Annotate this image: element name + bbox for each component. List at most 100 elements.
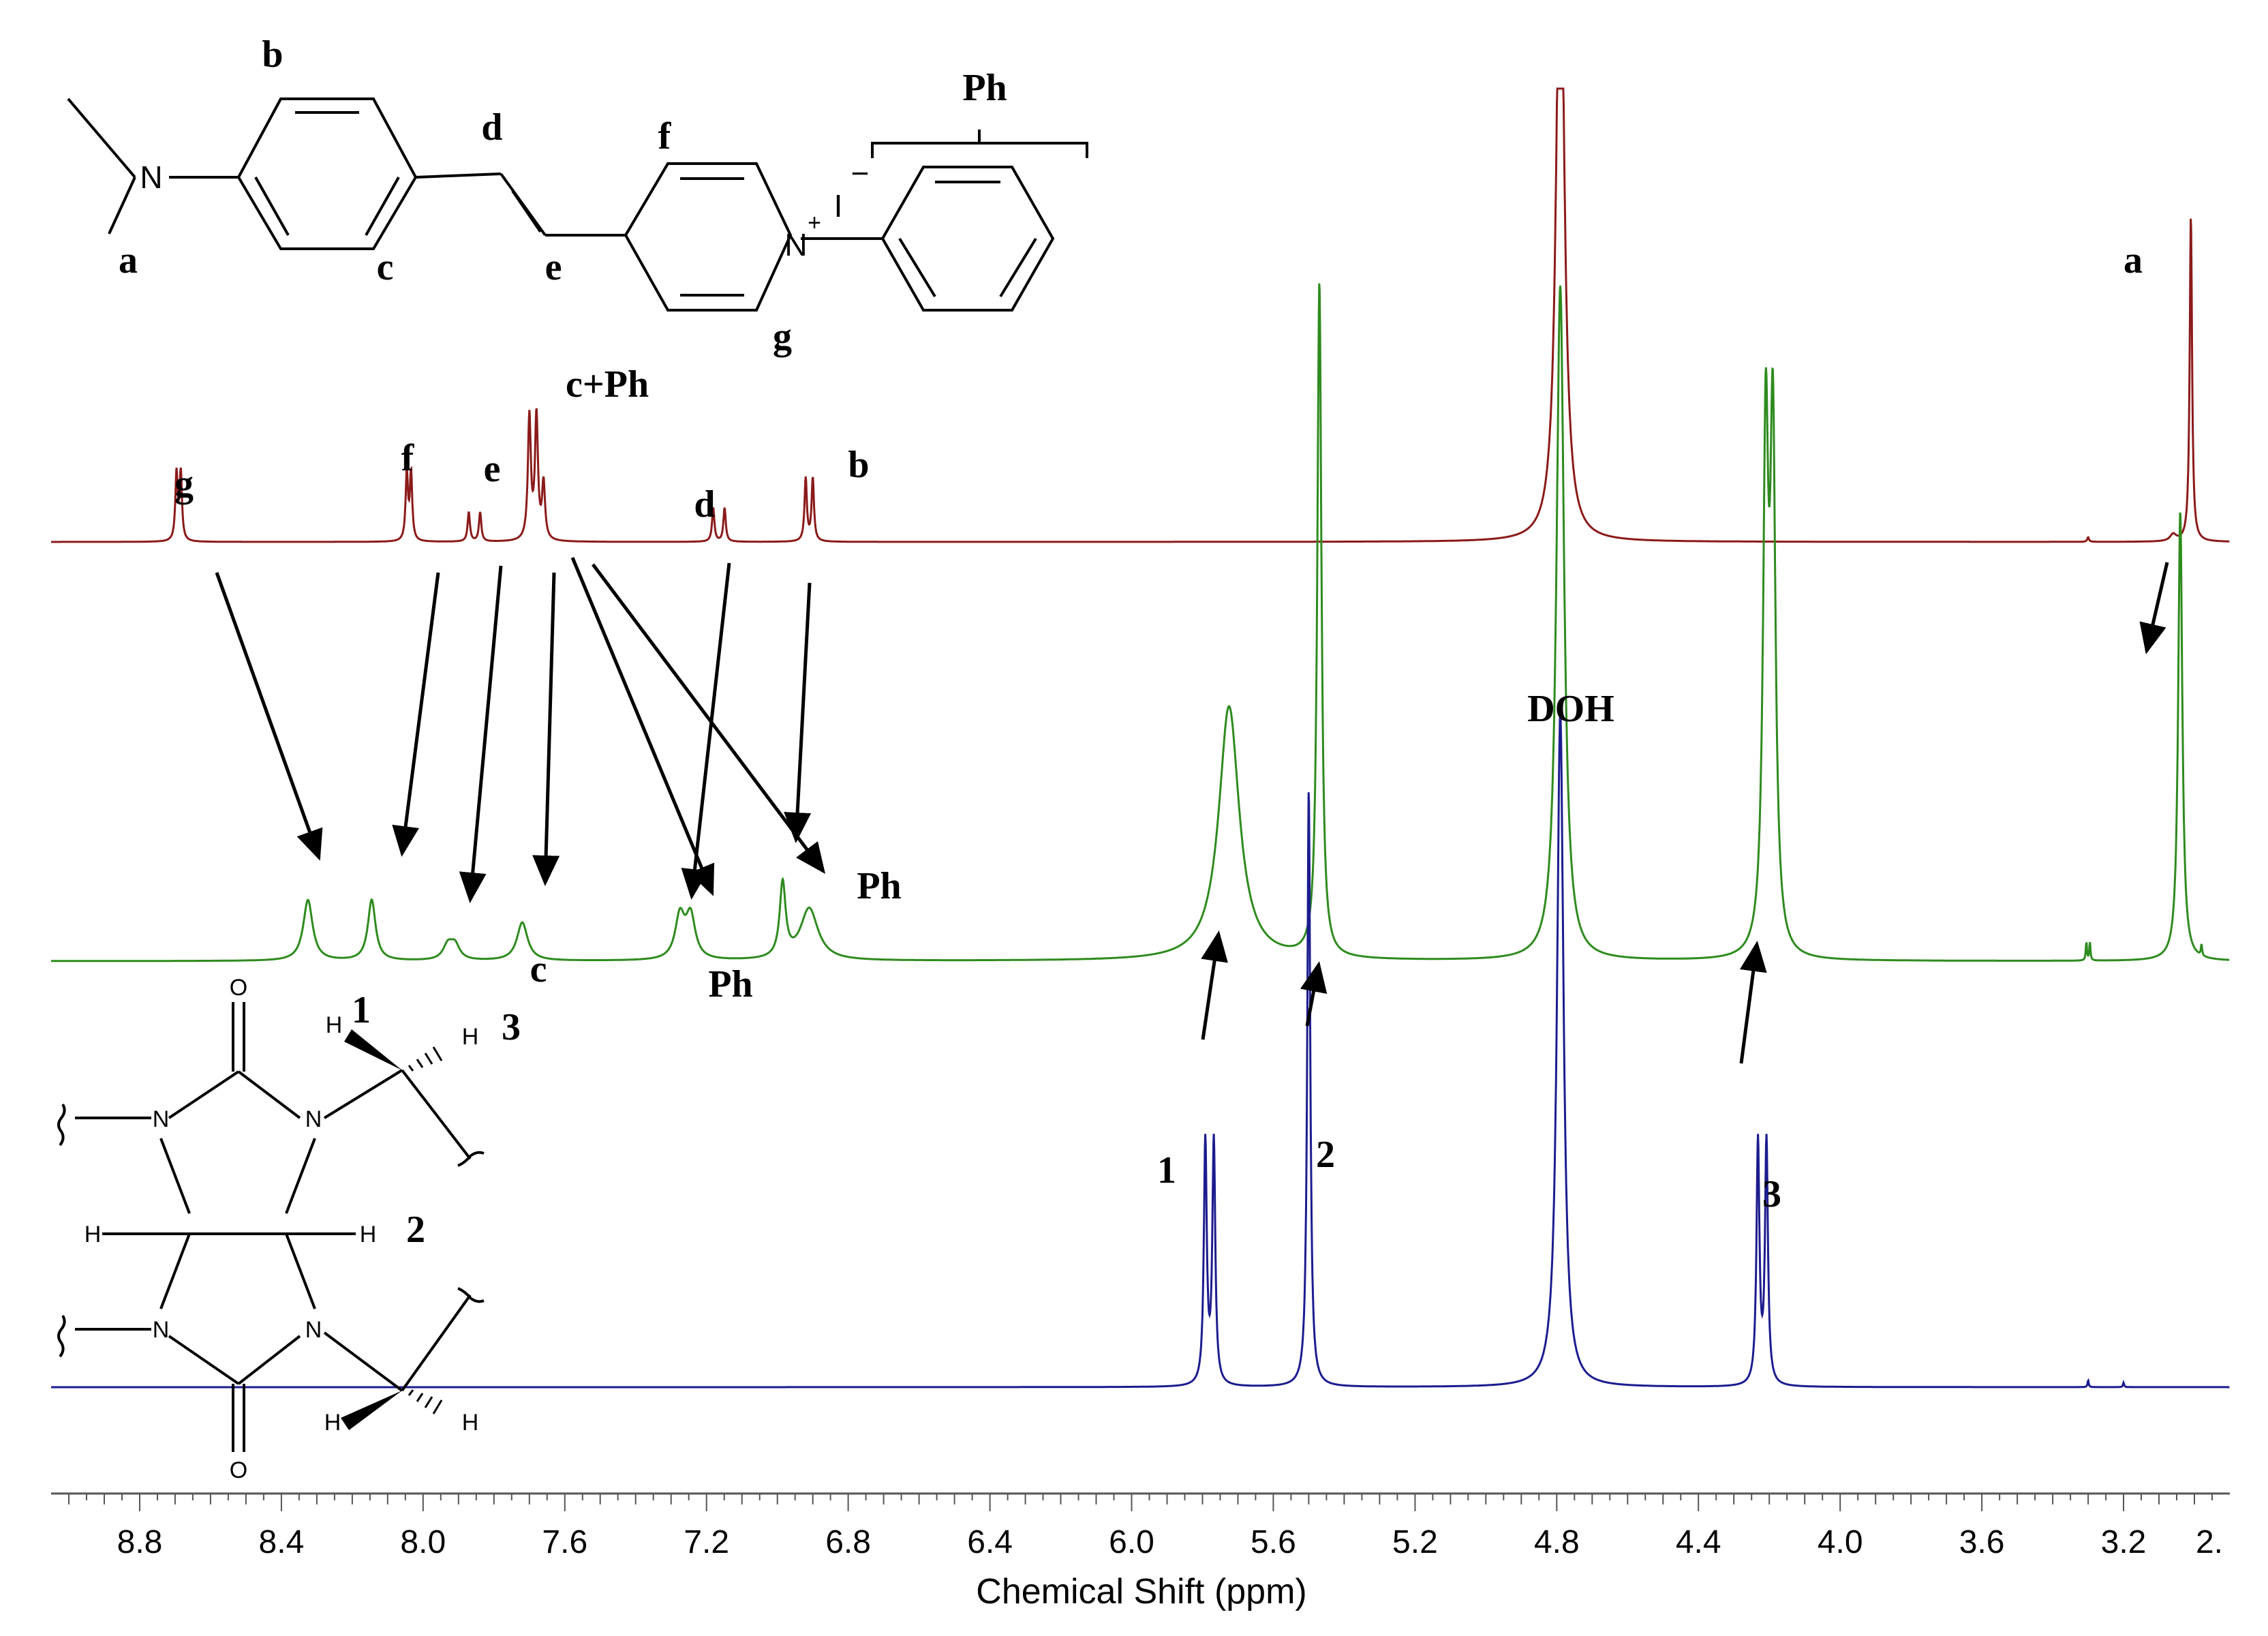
label-c-complex: c (530, 948, 547, 990)
bond (401, 1294, 472, 1392)
cb-h-methine-left: H (85, 1222, 102, 1247)
bond (401, 1069, 472, 1160)
cb-o-bottom: O (230, 1457, 247, 1483)
bond (168, 1335, 240, 1385)
spectrum-trace-2 (51, 283, 2230, 963)
struct-label-f: f (658, 115, 672, 157)
bond (159, 1233, 191, 1309)
bond (237, 1335, 301, 1385)
cb-label-3: 3 (502, 1006, 521, 1048)
dye-plus-charge: + (808, 210, 821, 236)
struct-label-a: a (119, 239, 138, 282)
wavy-bond (457, 1151, 485, 1167)
arrow-c-ph-to-ph (570, 557, 715, 896)
struct-label-e: e (545, 246, 562, 288)
cb-o-top: O (230, 975, 247, 1001)
x-tick-label: 6.8 (825, 1524, 871, 1560)
dye-n-amine: N (140, 160, 162, 195)
label-f: f (401, 437, 415, 479)
benzene-ring (236, 97, 418, 250)
bond (285, 1138, 316, 1214)
wavy-bond (57, 1314, 66, 1358)
arrow-a (2139, 562, 2169, 654)
cb-h-bottom-left: H (324, 1410, 341, 1436)
bond (898, 237, 936, 298)
cb-label-2: 2 (406, 1209, 425, 1251)
cb-h-3: H (462, 1024, 479, 1050)
struct-label-ph: Ph (962, 67, 1007, 109)
bond (285, 1233, 316, 1309)
bond (365, 177, 400, 236)
label-c-ph: c+Ph (566, 363, 649, 406)
label-cb-2: 2 (1316, 1134, 1335, 1176)
bond (108, 177, 136, 234)
x-tick-label: 4.8 (1534, 1524, 1580, 1560)
bond (237, 1070, 301, 1119)
peak-labels: g f e c+Ph d b a c Ph Ph DOH 1 2 3 (174, 239, 2143, 1215)
bond (323, 1069, 403, 1119)
x-axis-title: Chemical Shift (ppm) (976, 1572, 1306, 1611)
arrow-c (532, 572, 560, 886)
label-cb-1: 1 (1157, 1149, 1176, 1192)
spectrum-trace-3 (51, 712, 2230, 1389)
pyridinium-ring (624, 162, 793, 312)
struct-label-c: c (377, 246, 394, 288)
x-tick-label: 8.8 (117, 1524, 163, 1560)
label-doh: DOH (1527, 688, 1614, 730)
x-tick-label: 5.2 (1392, 1524, 1438, 1560)
spectrum-trace-1 (51, 87, 2230, 543)
arrow-c-ph-to-ph2 (592, 563, 826, 874)
arrow-d (681, 562, 731, 900)
struct-label-b: b (262, 33, 283, 76)
cb-label-1: 1 (352, 989, 371, 1031)
bond (159, 1138, 191, 1214)
x-tick-label: 4.0 (1818, 1524, 1863, 1560)
arrow-b (784, 582, 812, 843)
wedge-bond (344, 1029, 402, 1070)
dye-iodide: I (834, 188, 843, 224)
x-tick-label: 3.2 (2101, 1524, 2147, 1560)
x-tick-label: 7.6 (542, 1524, 587, 1560)
dye-structure: N N + I − b d f Ph a c e g (67, 33, 1088, 358)
bond (168, 1070, 240, 1119)
arrow-e (459, 565, 503, 903)
x-tick-label: 8.0 (400, 1524, 446, 1560)
label-ph-complex-2: Ph (857, 865, 901, 907)
wavy-bond (457, 1287, 485, 1303)
label-b: b (848, 444, 869, 486)
arrow-3 (1739, 941, 1767, 1064)
ph-bracket (871, 142, 1088, 158)
bond (999, 237, 1037, 298)
x-tick-label: 4.4 (1676, 1524, 1721, 1560)
bond (323, 1331, 403, 1392)
label-d: d (694, 483, 715, 526)
struct-label-d: d (481, 106, 502, 149)
arrow-2 (1300, 961, 1328, 1027)
wavy-bond (57, 1103, 66, 1147)
x-tick-label: 6.0 (1109, 1524, 1154, 1560)
label-g: g (174, 463, 194, 505)
wedge-bond (341, 1391, 402, 1430)
bond (511, 190, 542, 233)
dye-iodide-charge: − (851, 155, 870, 191)
x-tick-label: 7.2 (684, 1524, 729, 1560)
phenyl-ring (880, 166, 1055, 312)
hash-bond (408, 1046, 443, 1414)
struct-label-g: g (773, 316, 792, 358)
arrow-g (215, 572, 323, 861)
x-tick-label: 3.6 (1959, 1524, 2005, 1560)
cb-h-bottom-right: H (462, 1410, 479, 1436)
cb-n-upper-left: N (153, 1106, 170, 1132)
dye-n-pyridinium: N (784, 227, 807, 262)
shift-arrows (215, 557, 2169, 1064)
label-cb-3: 3 (1762, 1173, 1781, 1215)
cb-n-lower-right: N (305, 1317, 322, 1343)
spectra-group (51, 87, 2230, 1389)
label-ph-complex-1: Ph (708, 963, 752, 1005)
cb-h-1: H (326, 1012, 343, 1038)
cb-h-methine-right: H (360, 1222, 377, 1247)
label-e: e (484, 448, 501, 490)
label-a: a (2124, 239, 2143, 282)
bond (415, 172, 502, 179)
